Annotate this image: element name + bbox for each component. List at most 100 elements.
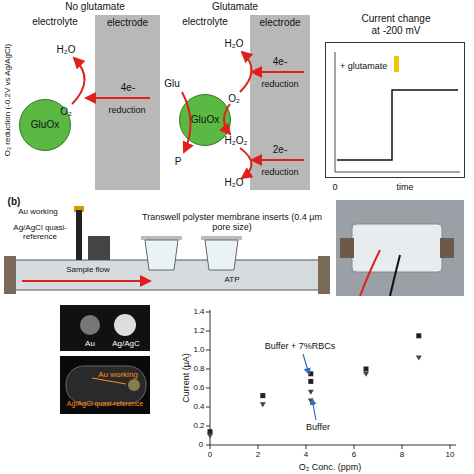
art-shape bbox=[308, 379, 313, 384]
photo-label: Au working bbox=[98, 370, 138, 379]
enzyme-circle: GluOx bbox=[179, 94, 231, 146]
axis-tick: 0 bbox=[199, 440, 203, 449]
reaction-label: reduction bbox=[261, 167, 298, 177]
art-shape bbox=[207, 434, 213, 439]
plot-box: Current change at -200 mV+ glutamate bbox=[325, 42, 465, 178]
art-shape bbox=[141, 236, 182, 240]
art-shape bbox=[205, 240, 238, 270]
art-shape bbox=[128, 379, 140, 391]
photo-label: Ag/AgCl quasi-reference bbox=[67, 400, 143, 408]
event-label: + glutamate bbox=[340, 61, 387, 71]
art-shape bbox=[336, 200, 464, 296]
art-shape bbox=[360, 250, 380, 296]
axis-tick: 0.8 bbox=[193, 364, 204, 373]
axis-label: time bbox=[396, 182, 413, 192]
art-shape bbox=[416, 333, 421, 338]
art-shape bbox=[308, 398, 314, 403]
art-shape bbox=[210, 310, 456, 445]
electron-label: 4e- bbox=[273, 56, 287, 68]
axis-label: O₂ Conc. (ppm) bbox=[299, 462, 362, 472]
device-photo bbox=[336, 200, 464, 296]
series-annotation: Buffer + 7%RBCs bbox=[265, 341, 336, 351]
art-shape bbox=[340, 238, 354, 258]
axis-label: Current (μA) bbox=[181, 353, 191, 403]
art-shape bbox=[440, 238, 454, 258]
art-shape bbox=[72, 58, 85, 104]
part-label: Ag/AgCl quasi-reference bbox=[7, 223, 73, 241]
art-shape bbox=[312, 399, 316, 420]
art-shape bbox=[303, 354, 309, 374]
art-shape bbox=[207, 356, 422, 439]
art-shape bbox=[416, 356, 422, 361]
species-label: Glu bbox=[164, 78, 180, 90]
photo-label: Au bbox=[85, 339, 95, 348]
scatter-chart bbox=[206, 310, 456, 449]
electron-label: 4e- bbox=[121, 82, 135, 94]
species-label: O₂ bbox=[60, 106, 72, 118]
current-trace bbox=[335, 52, 460, 172]
series-annotation: Buffer bbox=[306, 422, 330, 432]
axis-tick: 1.4 bbox=[193, 307, 204, 316]
art-shape bbox=[80, 315, 100, 335]
species-label: H₂O bbox=[57, 44, 76, 56]
species-label: P bbox=[175, 156, 182, 168]
art-shape bbox=[318, 256, 330, 294]
art-shape bbox=[145, 240, 178, 270]
reaction-label: reduction bbox=[108, 105, 145, 115]
art-shape bbox=[8, 260, 326, 290]
axis-tick: 8 bbox=[400, 450, 404, 459]
art-shape bbox=[363, 372, 369, 377]
electrode-band: electrode bbox=[250, 15, 310, 190]
art-shape bbox=[390, 255, 400, 296]
art-shape bbox=[308, 390, 314, 395]
panel-letter: (b) bbox=[8, 196, 21, 208]
art-shape bbox=[66, 366, 146, 404]
art-shape bbox=[337, 90, 458, 160]
axis-tick: 1.0 bbox=[193, 345, 204, 354]
region-label: electrolyte bbox=[182, 16, 228, 28]
art-shape bbox=[208, 333, 422, 434]
axis-tick: 1.2 bbox=[193, 326, 204, 335]
art-shape bbox=[352, 224, 442, 272]
art-shape bbox=[335, 52, 460, 172]
art-shape bbox=[364, 367, 369, 372]
art-shape bbox=[308, 371, 313, 376]
electrode-photos bbox=[60, 305, 150, 414]
art-shape bbox=[76, 210, 82, 260]
species-label: O₂ bbox=[228, 93, 240, 105]
art-shape bbox=[260, 393, 265, 398]
art-shape bbox=[260, 402, 266, 407]
species-label: H₂O bbox=[225, 177, 244, 189]
axis-tick: 4 bbox=[304, 450, 308, 459]
axis-tick: 0 bbox=[208, 450, 212, 459]
species-label: H₂O₂ bbox=[225, 135, 248, 147]
part-label: ATP bbox=[225, 275, 240, 284]
plot-title: Current change at -200 mV bbox=[358, 13, 434, 36]
enzyme-label: GluOx bbox=[31, 119, 59, 131]
art-shape bbox=[210, 445, 450, 449]
axis-label: O₂ reduction (-0.2V vs Ag/AgCl) bbox=[3, 44, 12, 156]
axis-tick: 0 bbox=[332, 182, 337, 192]
art-shape bbox=[60, 305, 150, 351]
art-shape bbox=[114, 314, 136, 336]
axis-tick: 6 bbox=[352, 450, 356, 459]
art-shape bbox=[208, 429, 213, 434]
flow-cell-schematic bbox=[4, 206, 330, 294]
enzyme-label: GluOx bbox=[191, 114, 219, 126]
panel-heading: Glutamate bbox=[212, 1, 258, 13]
axis-tick: 2 bbox=[256, 450, 260, 459]
part-label: Au working bbox=[18, 207, 58, 216]
reaction-label: reduction bbox=[261, 79, 298, 89]
art-shape bbox=[60, 356, 150, 414]
axis-tick: 0.4 bbox=[193, 402, 204, 411]
art-shape bbox=[88, 236, 110, 260]
art-shape bbox=[201, 236, 242, 240]
electrode-band: electrode bbox=[95, 15, 160, 190]
electron-label: 2e- bbox=[273, 144, 287, 156]
region-label: electrolyte bbox=[32, 16, 78, 28]
panel-heading: No glutamate bbox=[65, 1, 124, 13]
photo-label: Ag/AgC bbox=[112, 339, 140, 348]
flow-label: Sample flow bbox=[66, 265, 110, 274]
art-shape bbox=[74, 206, 84, 212]
